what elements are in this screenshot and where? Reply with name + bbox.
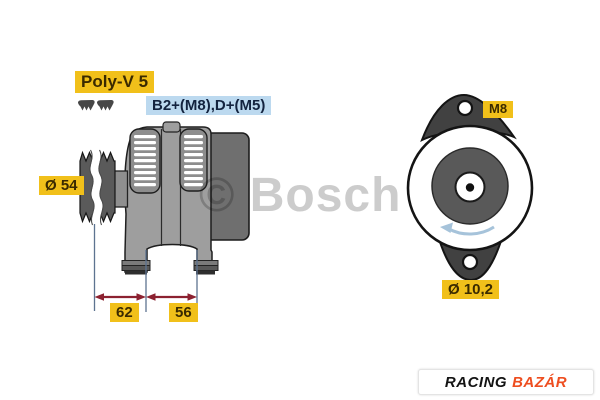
dimension-56-label: 56 <box>169 303 198 323</box>
logo-bazar-text: BAZÁR <box>512 373 568 391</box>
belt-profile-icons <box>78 100 114 111</box>
pulley-diameter-label: Ø 54 <box>39 176 84 196</box>
top-mounting-hole <box>456 99 474 117</box>
body-top-step <box>162 121 181 133</box>
terminals-label: B2+(M8),D+(M5) <box>146 96 272 116</box>
break-line <box>89 148 104 227</box>
dimension-arrows <box>94 293 197 301</box>
hole-diameter-label: Ø 10,2 <box>442 280 500 300</box>
shaft-center-dot <box>465 183 475 192</box>
mounting-feet <box>121 260 219 275</box>
rotation-arrow <box>440 222 495 236</box>
logo-racing-text: RACING <box>444 373 508 391</box>
cooling-fins-rear <box>179 128 208 192</box>
extension-lines <box>93 224 198 312</box>
bosch-watermark: © Bosch <box>199 169 402 222</box>
pulley-shaft <box>113 170 129 208</box>
racingbazar-logo: RACING BAZÁR <box>418 369 594 395</box>
dimension-62-label: 62 <box>110 303 139 323</box>
cooling-fins-front <box>129 128 161 194</box>
pulley <box>79 148 116 227</box>
mount-thread-label: M8 <box>483 101 514 118</box>
bottom-mounting-hole <box>461 253 479 271</box>
belt-type-label: Poly-V 5 <box>75 71 155 93</box>
